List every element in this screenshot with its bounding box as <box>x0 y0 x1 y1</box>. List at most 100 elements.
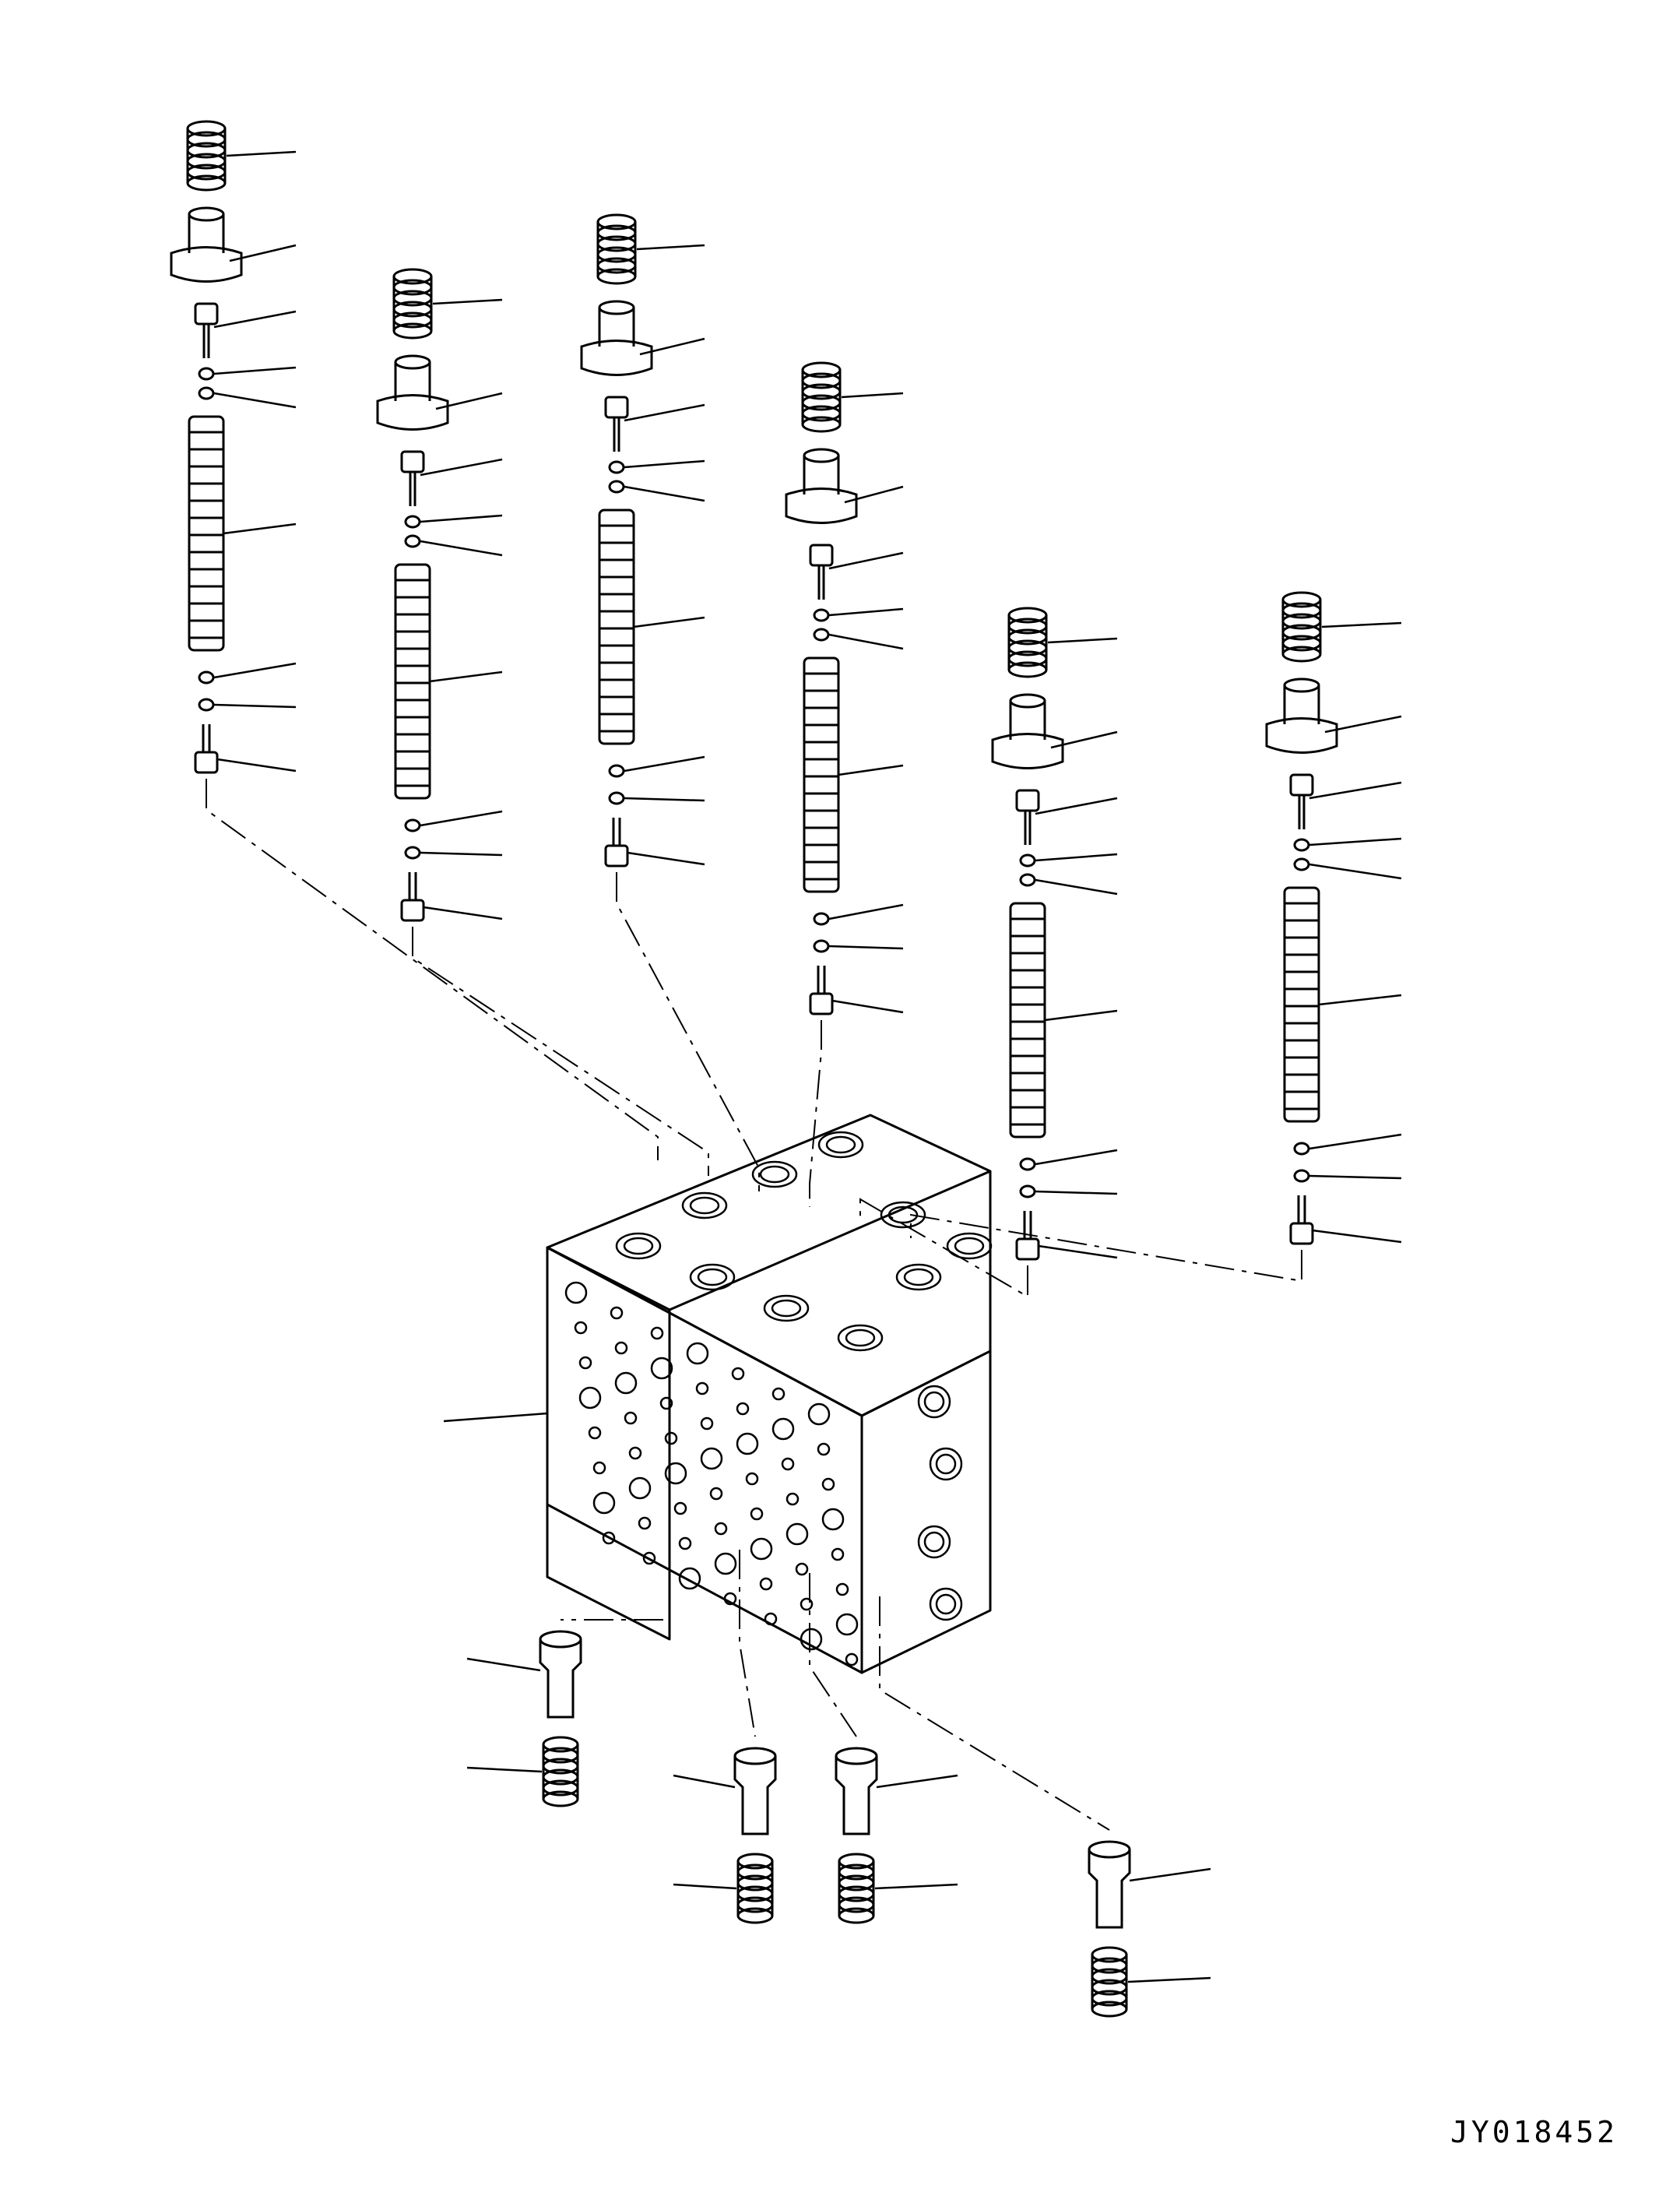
plug-head <box>809 992 834 1015</box>
leader-line <box>420 458 503 477</box>
leader-line <box>432 298 503 305</box>
o-ring-part <box>404 818 421 832</box>
leader-line <box>828 945 904 950</box>
port-hole <box>763 1294 810 1322</box>
face-port <box>795 1562 809 1576</box>
port-hole-inner <box>825 1135 856 1154</box>
plug-part <box>194 724 219 774</box>
relief-plug-body <box>1088 1849 1131 1929</box>
leader-line <box>828 551 904 570</box>
relief-plug-top <box>733 1747 777 1765</box>
center-line <box>859 1198 1028 1298</box>
port-hole <box>751 1160 798 1188</box>
port-hole-inner <box>845 1329 876 1347</box>
o-ring-part <box>608 791 625 805</box>
leader-line <box>1309 1133 1402 1150</box>
leader-line <box>831 999 904 1014</box>
o-ring-part <box>1293 838 1310 852</box>
center-line <box>910 1213 1302 1283</box>
face-port <box>659 1396 673 1410</box>
o-ring-part <box>198 698 215 712</box>
face-port <box>673 1501 687 1515</box>
leader-line <box>1321 621 1402 628</box>
relief-plug-top <box>835 1747 878 1765</box>
retainer-top <box>394 354 431 370</box>
spring-part <box>1281 591 1322 663</box>
leader-line <box>627 851 705 866</box>
leader-line <box>838 764 904 776</box>
o-ring-part <box>1019 1157 1036 1171</box>
face-port <box>650 1326 664 1340</box>
leader-line <box>874 1883 958 1890</box>
spring-part <box>801 361 842 433</box>
center-line <box>561 1526 670 1621</box>
port-hole <box>946 1232 993 1260</box>
leader-line <box>1035 1149 1118 1166</box>
o-ring-part <box>1293 1142 1310 1156</box>
leader-line <box>639 337 705 356</box>
o-ring-part <box>198 670 215 684</box>
plug-part <box>400 872 425 922</box>
o-ring-part <box>813 912 830 926</box>
o-ring-part <box>404 846 421 860</box>
port-hole-inner <box>903 1268 934 1286</box>
face-port <box>764 1612 778 1626</box>
leader-lines <box>213 150 1402 1983</box>
leader-line <box>420 851 503 857</box>
leader-line <box>673 1883 737 1890</box>
spool-body <box>394 563 431 800</box>
center-line <box>809 1573 857 1737</box>
port-hole <box>689 1263 736 1291</box>
retainer-top <box>188 206 225 222</box>
face-port <box>759 1577 773 1591</box>
face-port <box>628 1476 652 1500</box>
retainer-base <box>785 487 858 524</box>
plug-head <box>604 844 629 867</box>
spool-body <box>1283 886 1320 1123</box>
face-port <box>588 1426 602 1440</box>
face-port <box>835 1582 849 1596</box>
retainer-base <box>1265 717 1338 754</box>
port-hole-inner <box>887 1205 919 1224</box>
drawing-code: JY018452 <box>1450 2115 1618 2149</box>
plug-head <box>1015 1237 1040 1261</box>
spring-part <box>392 268 433 340</box>
face-port <box>602 1531 616 1545</box>
plug-part <box>604 818 629 867</box>
face-port <box>781 1457 795 1471</box>
face-port <box>750 1537 773 1561</box>
face-port <box>736 1402 750 1416</box>
retainer-top <box>1009 693 1046 709</box>
spring-part <box>542 1736 579 1807</box>
stopper-head <box>809 544 834 567</box>
retainer-top <box>1283 677 1320 693</box>
plug-head <box>1289 1222 1314 1245</box>
face-port <box>638 1516 652 1530</box>
face-port <box>736 1432 759 1455</box>
leader-line <box>216 758 297 772</box>
port-hole-inner <box>771 1299 802 1318</box>
leader-line <box>213 366 297 375</box>
leader-line <box>1035 797 1118 815</box>
leader-line <box>420 540 503 557</box>
face-port <box>700 1447 723 1470</box>
retainer-body <box>394 362 431 401</box>
relief-plug-part <box>539 1630 582 1719</box>
face-port <box>800 1597 814 1611</box>
leader-line <box>1047 637 1118 644</box>
center-line <box>739 1550 756 1737</box>
retainer-top <box>803 448 840 463</box>
valve-block-top-edge <box>547 1171 992 1417</box>
relief-plug-part <box>1088 1840 1131 1929</box>
face-port <box>686 1342 709 1365</box>
stopper-part <box>400 450 425 506</box>
port-hole <box>880 1201 926 1229</box>
retainer-base <box>580 340 653 376</box>
spring-part <box>736 1853 774 1924</box>
stopper-head <box>1289 773 1314 797</box>
o-ring-part <box>813 939 830 953</box>
side-port <box>917 1385 951 1419</box>
face-port <box>664 1462 687 1485</box>
leader-line <box>1309 837 1402 846</box>
